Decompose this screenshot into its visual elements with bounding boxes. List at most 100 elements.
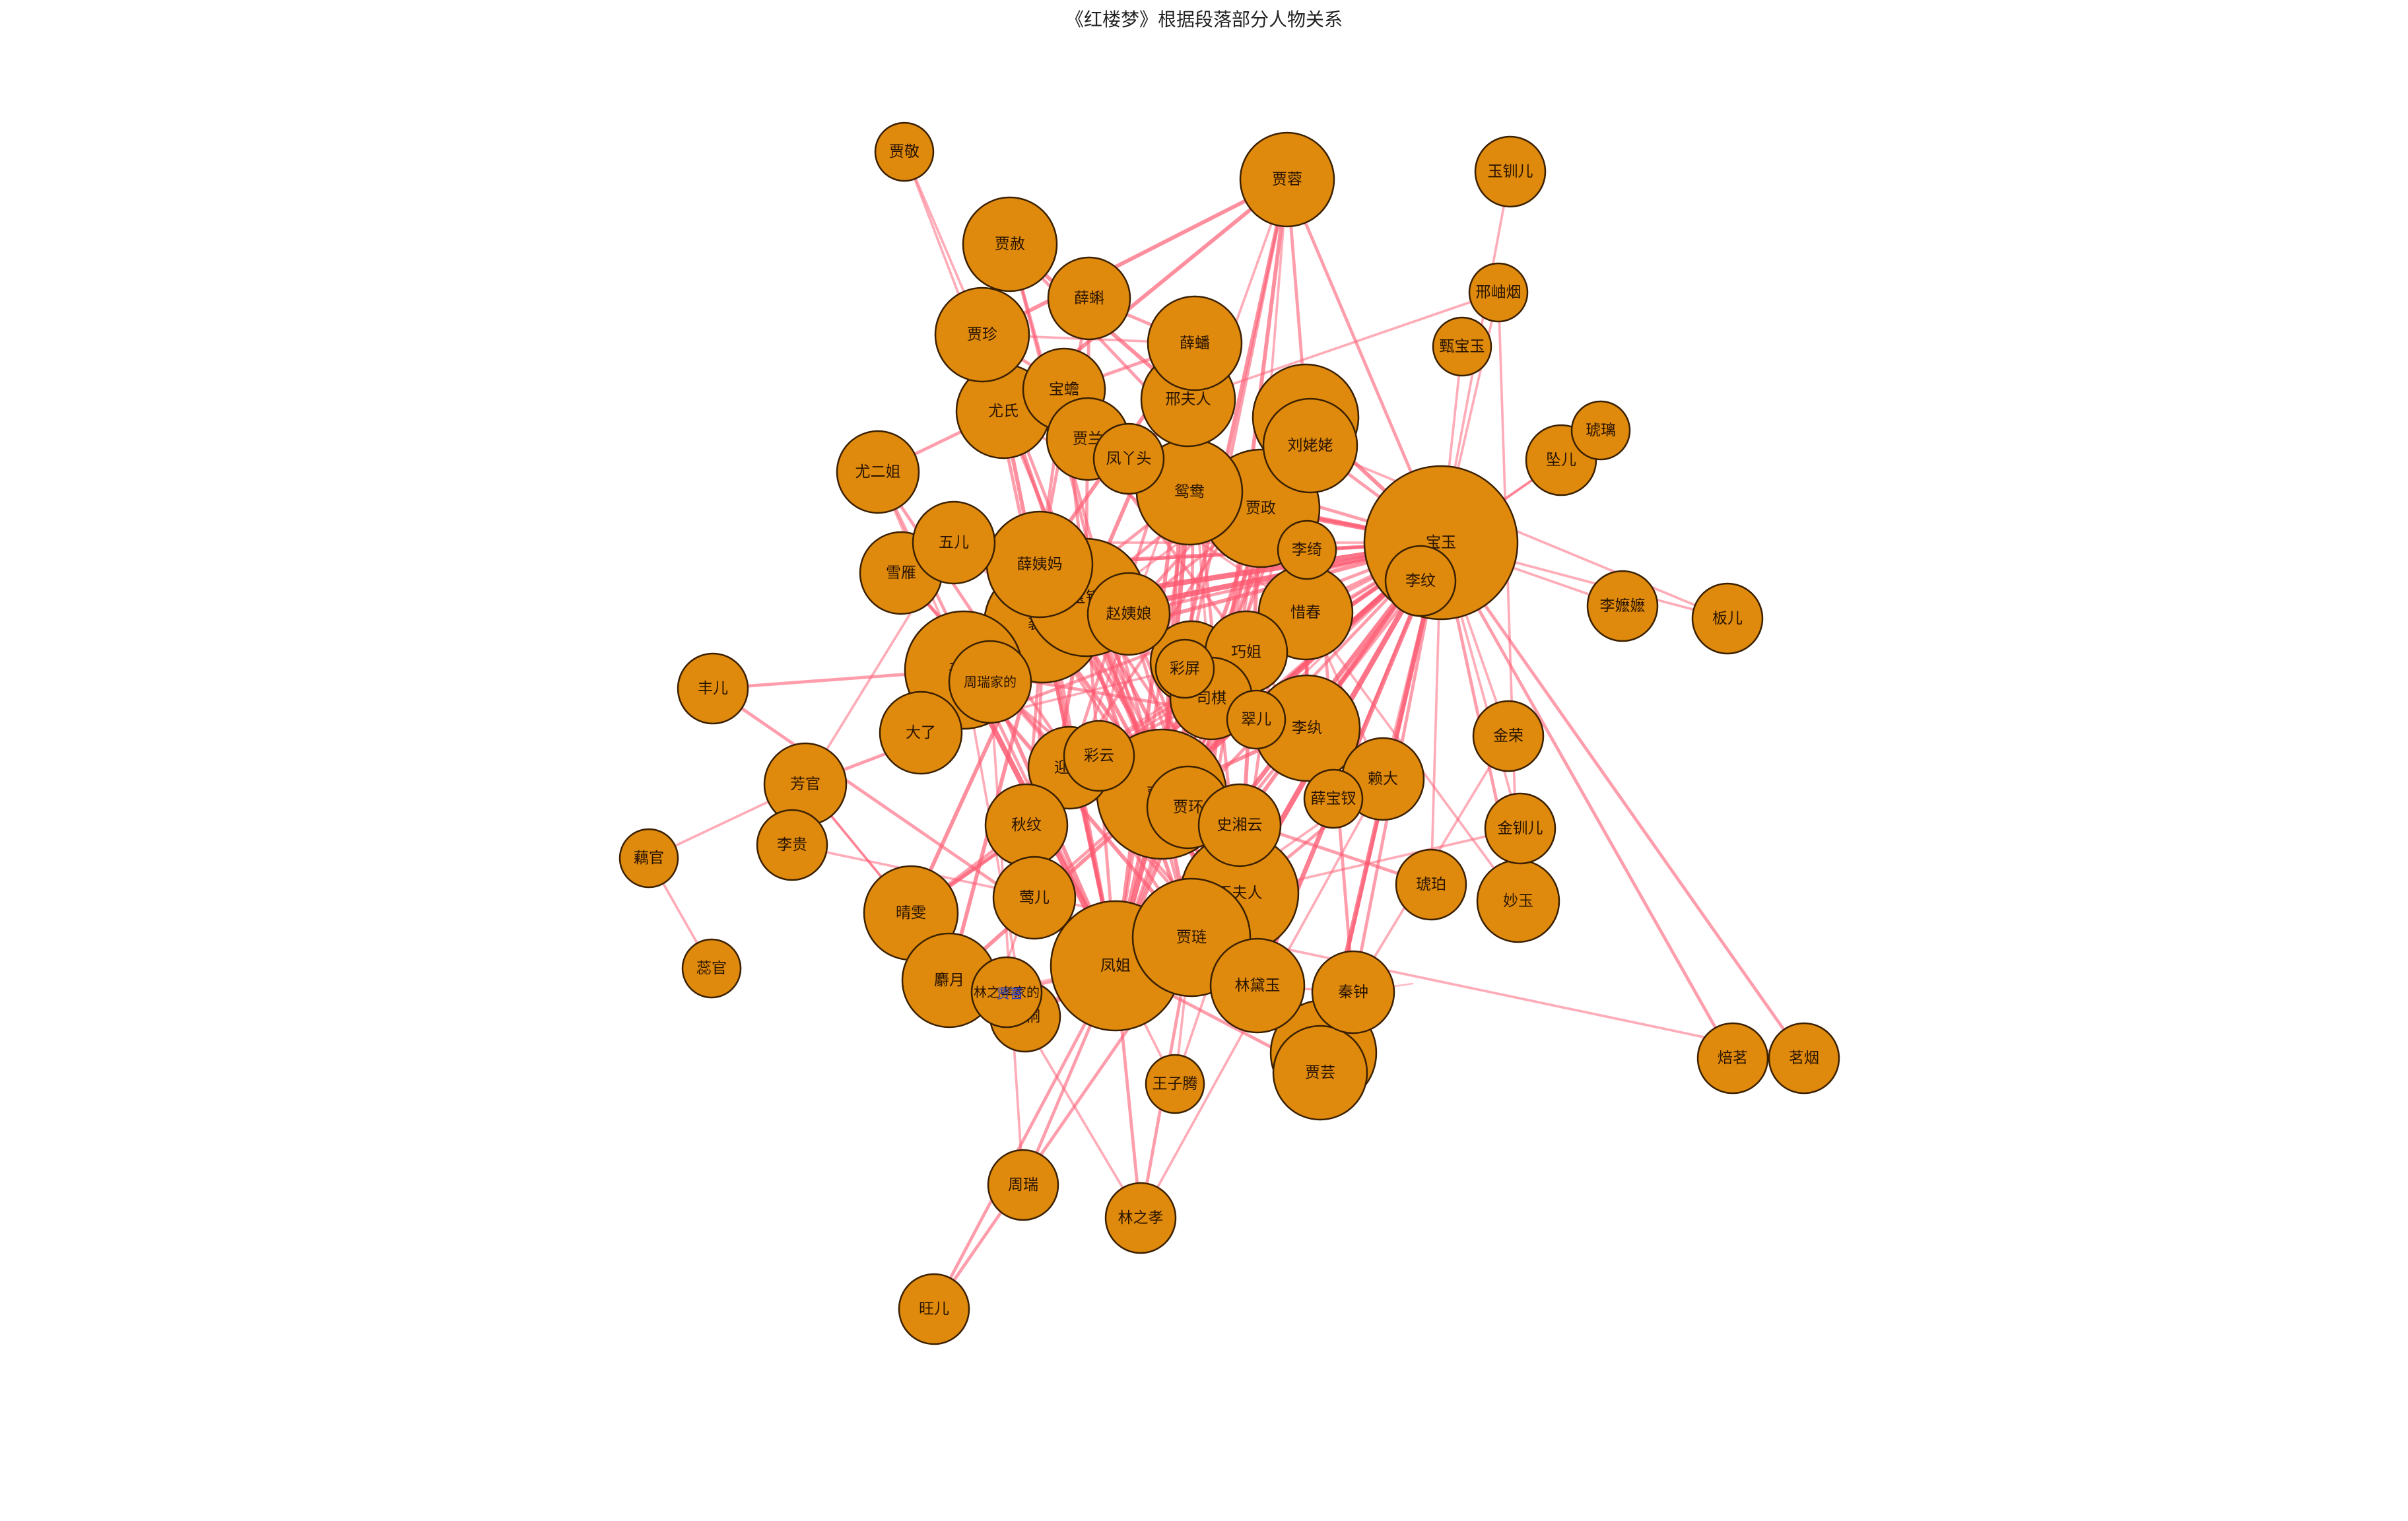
node-蕊官[interactable]: 蕊官 xyxy=(681,938,742,999)
node-circle[interactable] xyxy=(1474,135,1547,208)
node-circle[interactable] xyxy=(1277,520,1337,580)
node-赵姨娘[interactable]: 赵姨娘 xyxy=(1087,572,1171,656)
node-circle[interactable] xyxy=(948,640,1032,724)
node-金荣[interactable]: 金荣 xyxy=(1472,700,1545,772)
node-莺儿[interactable]: 莺儿 xyxy=(992,856,1077,940)
node-circle[interactable] xyxy=(1303,768,1364,829)
node-circle[interactable] xyxy=(681,938,742,999)
node-刘姥姥[interactable]: 刘姥姥 xyxy=(1262,397,1358,494)
node-circle[interactable] xyxy=(970,956,1043,1029)
node-circle[interactable] xyxy=(1768,1022,1840,1095)
node-贾蓉[interactable]: 贾蓉 xyxy=(1239,131,1335,228)
node-circle[interactable] xyxy=(1197,783,1282,867)
node-label: 玉钏儿 xyxy=(1488,163,1533,180)
node-circle[interactable] xyxy=(1147,295,1243,391)
node-周瑞家的[interactable]: 周瑞家的 xyxy=(948,640,1032,724)
node-label: 惜春 xyxy=(1290,604,1321,621)
node-焙茗[interactable]: 焙茗 xyxy=(1696,1022,1769,1095)
node-琥璃[interactable]: 琥璃 xyxy=(1570,400,1631,461)
node-circle[interactable] xyxy=(1047,256,1131,341)
node-label: 甄宝玉 xyxy=(1440,338,1485,355)
node-彩云[interactable]: 彩云 xyxy=(1063,720,1135,792)
node-circle[interactable] xyxy=(1262,397,1358,494)
node-label: 薛姨妈 xyxy=(1017,556,1063,573)
node-林黛玉[interactable]: 林黛玉 xyxy=(1209,937,1306,1034)
node-circle[interactable] xyxy=(1145,1054,1205,1114)
node-circle[interactable] xyxy=(1104,1182,1177,1254)
node-circle[interactable] xyxy=(836,430,920,514)
node-circle[interactable] xyxy=(677,652,749,725)
node-circle[interactable] xyxy=(1272,1025,1368,1121)
node-circle[interactable] xyxy=(912,500,996,585)
node-circle[interactable] xyxy=(1384,545,1457,617)
node-circle[interactable] xyxy=(1395,848,1467,921)
node-circle[interactable] xyxy=(879,691,963,775)
node-circle[interactable] xyxy=(1472,700,1545,772)
node-circle[interactable] xyxy=(1586,570,1659,642)
node-茗烟[interactable]: 茗烟 xyxy=(1768,1022,1840,1095)
node-circle[interactable] xyxy=(934,287,1030,383)
node-circle[interactable] xyxy=(987,1149,1059,1221)
edge-邢夫人-邢岫烟 xyxy=(1187,291,1500,401)
node-circle[interactable] xyxy=(756,809,828,881)
node-circle[interactable] xyxy=(1239,131,1335,228)
node-circle[interactable] xyxy=(1432,316,1492,377)
node-大了[interactable]: 大了 xyxy=(879,691,963,775)
node-贾赦[interactable]: 贾赦 xyxy=(962,196,1058,292)
node-circle[interactable] xyxy=(1311,950,1395,1034)
node-薛姨妈[interactable]: 薛姨妈 xyxy=(986,510,1094,619)
node-circle[interactable] xyxy=(1154,638,1215,699)
node-circle[interactable] xyxy=(1092,422,1165,495)
node-琥珀[interactable]: 琥珀 xyxy=(1395,848,1467,921)
node-circle[interactable] xyxy=(1209,937,1306,1034)
node-circle[interactable] xyxy=(898,1273,970,1345)
node-薛蟠[interactable]: 薛蟠 xyxy=(1147,295,1243,391)
node-凤丫头[interactable]: 凤丫头 xyxy=(1092,422,1165,495)
node-李贵[interactable]: 李贵 xyxy=(756,809,828,881)
node-丰儿[interactable]: 丰儿 xyxy=(677,652,749,725)
node-circle[interactable] xyxy=(1484,792,1556,865)
node-label: 彩屏 xyxy=(1170,660,1200,677)
node-circle[interactable] xyxy=(874,121,935,182)
node-藕官[interactable]: 藕官 xyxy=(619,828,679,889)
node-林之孝家的[interactable]: 林之孝家的 xyxy=(970,956,1043,1029)
node-五儿[interactable]: 五儿 xyxy=(912,500,996,585)
node-circle[interactable] xyxy=(992,856,1077,940)
node-circle[interactable] xyxy=(1063,720,1135,792)
node-circle[interactable] xyxy=(1226,689,1287,750)
node-金钏儿[interactable]: 金钏儿 xyxy=(1484,792,1556,865)
node-薛蝌[interactable]: 薛蝌 xyxy=(1047,256,1131,341)
node-邢岫烟[interactable]: 邢岫烟 xyxy=(1468,262,1529,323)
node-甄宝玉[interactable]: 甄宝玉 xyxy=(1432,316,1492,377)
node-周瑞[interactable]: 周瑞 xyxy=(987,1149,1059,1221)
node-薛宝钗[interactable]: 薛宝钗 xyxy=(1303,768,1364,829)
node-旺儿[interactable]: 旺儿 xyxy=(898,1273,970,1345)
node-秋纹[interactable]: 秋纹 xyxy=(984,783,1069,867)
node-尤二姐[interactable]: 尤二姐 xyxy=(836,430,920,514)
node-circle[interactable] xyxy=(1570,400,1631,461)
node-circle[interactable] xyxy=(1087,572,1171,656)
node-circle[interactable] xyxy=(962,196,1058,292)
node-label: 史湘云 xyxy=(1217,817,1263,834)
node-circle[interactable] xyxy=(1691,582,1764,655)
node-王子腾[interactable]: 王子腾 xyxy=(1145,1054,1205,1114)
node-秦钟[interactable]: 秦钟 xyxy=(1311,950,1395,1034)
node-circle[interactable] xyxy=(619,828,679,889)
node-贾芸[interactable]: 贾芸 xyxy=(1272,1025,1368,1121)
node-妙玉[interactable]: 妙玉 xyxy=(1476,859,1560,943)
node-林之孝[interactable]: 林之孝 xyxy=(1104,1182,1177,1254)
node-玉钏儿[interactable]: 玉钏儿 xyxy=(1474,135,1547,208)
node-彩屏[interactable]: 彩屏 xyxy=(1154,638,1215,699)
node-李绮[interactable]: 李绮 xyxy=(1277,520,1337,580)
node-翠儿[interactable]: 翠儿 xyxy=(1226,689,1287,750)
node-circle[interactable] xyxy=(1696,1022,1769,1095)
node-circle[interactable] xyxy=(1468,262,1529,323)
node-李纹[interactable]: 李纹 xyxy=(1384,545,1457,617)
node-label: 金钏儿 xyxy=(1498,820,1543,837)
node-贾珍[interactable]: 贾珍 xyxy=(934,287,1030,383)
node-史湘云[interactable]: 史湘云 xyxy=(1197,783,1282,867)
node-李嬷嬷[interactable]: 李嬷嬷 xyxy=(1586,570,1659,642)
node-label: 贾琏 xyxy=(1176,929,1207,946)
node-贾敬[interactable]: 贾敬 xyxy=(874,121,935,182)
node-板儿[interactable]: 板儿 xyxy=(1691,582,1764,655)
